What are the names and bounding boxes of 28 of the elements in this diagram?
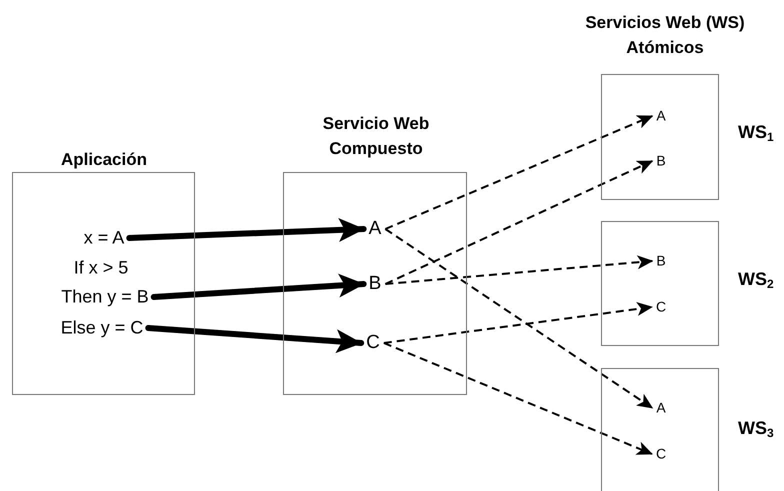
code-line: Then y = B [61, 288, 149, 306]
operation-label: C [656, 300, 666, 314]
arrow [384, 115, 654, 230]
box-heading: Servicio Web Compuesto [322, 113, 430, 160]
operation-label: C [366, 333, 380, 353]
operation-label: C [656, 446, 666, 462]
service-label: WS$_{1}$ [738, 122, 774, 144]
operation-label: A [368, 219, 382, 239]
code-line: If x > 5 [74, 258, 128, 278]
arrow [384, 160, 654, 285]
arrow [126, 218, 367, 242]
operation-label: A [656, 400, 666, 416]
operation-label: A [656, 108, 666, 124]
service-label: WS$_{3}$ [738, 418, 774, 440]
arrow [150, 274, 367, 300]
code-line: x = A [84, 228, 124, 248]
operation-label: B [656, 254, 666, 268]
operation-label: B [656, 154, 666, 168]
arrow [383, 342, 653, 455]
column-heading: Servicios Web (WS) Atómicos [584, 12, 746, 59]
operation-label: B [368, 274, 382, 294]
arrow [385, 255, 654, 285]
arrow [145, 325, 364, 354]
box-heading: Aplicación [60, 149, 148, 171]
arrow [384, 228, 654, 409]
service-label: WS$_{2}$ [738, 268, 774, 290]
arrow [384, 302, 653, 344]
code-line: Else y = C [60, 318, 144, 338]
